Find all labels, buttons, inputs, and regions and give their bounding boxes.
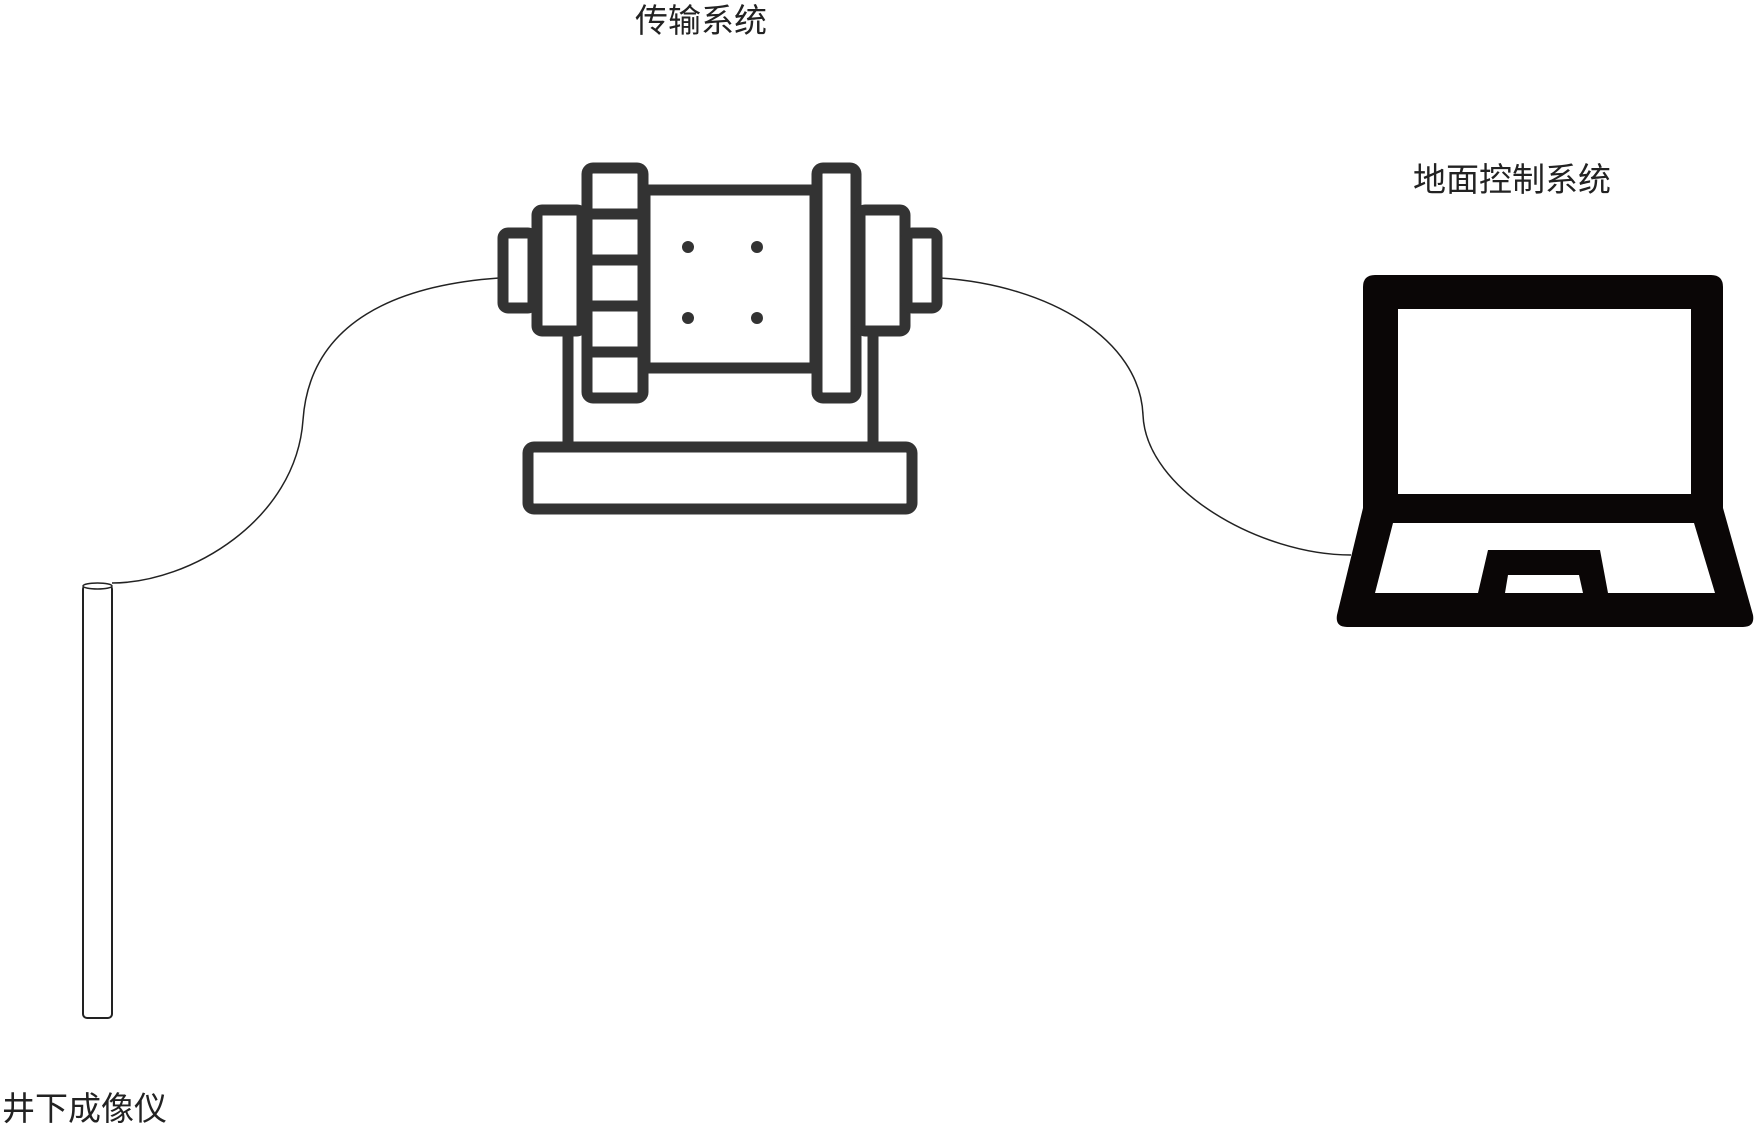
- downhole-imager-icon: [82, 582, 113, 1019]
- laptop-icon: [1336, 275, 1754, 627]
- cable-winch-to-imager: [111, 277, 500, 584]
- downhole-imager-label: 井下成像仪: [2, 1089, 167, 1128]
- winch-icon: [497, 162, 943, 515]
- transmission-system-label: 传输系统: [635, 1, 767, 40]
- cable-winch-to-laptop: [939, 277, 1352, 556]
- ground-control-system-label: 地面控制系统: [1413, 160, 1611, 199]
